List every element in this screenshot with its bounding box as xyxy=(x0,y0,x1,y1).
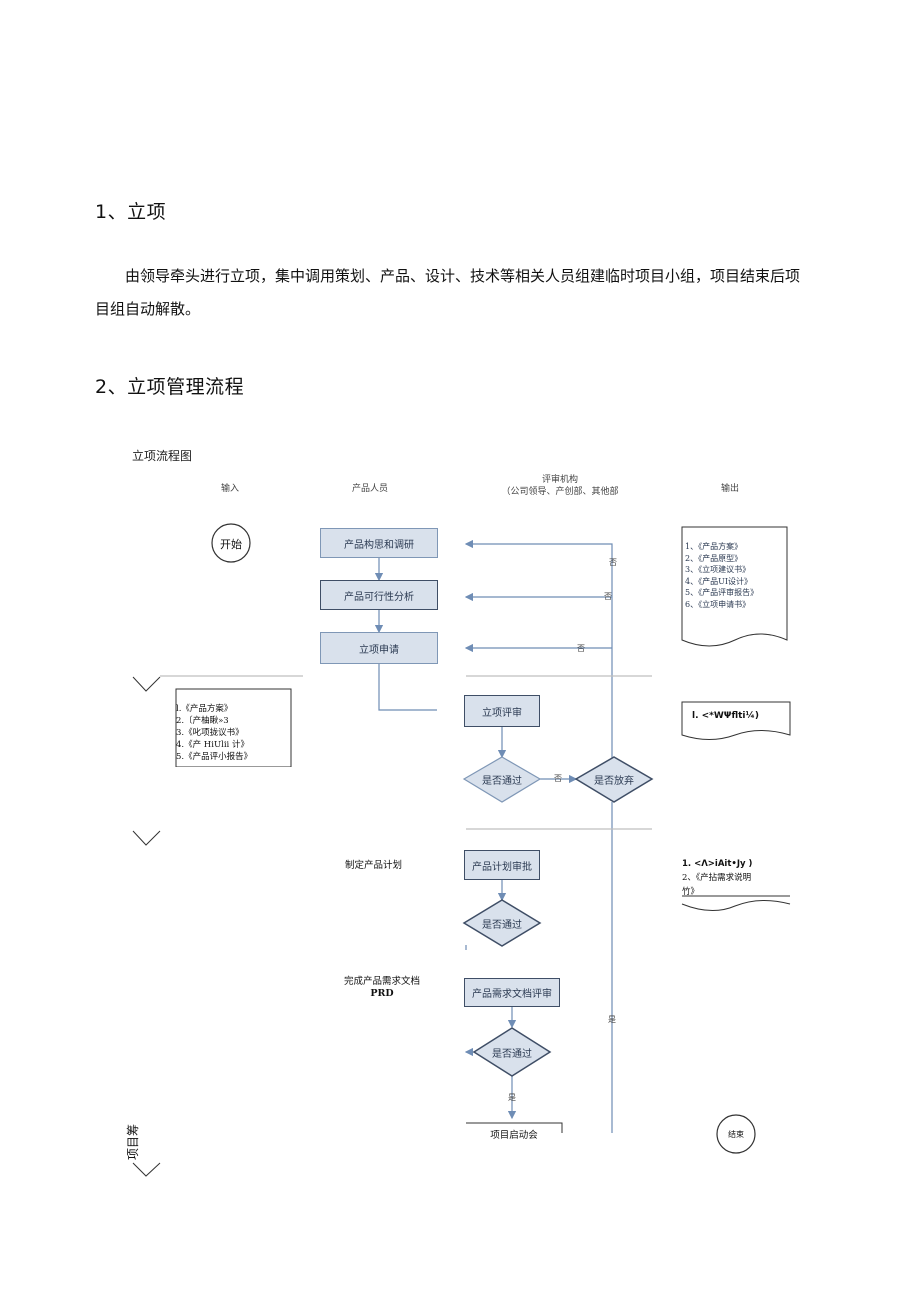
start-node xyxy=(211,523,251,563)
output-doc-1-list: 1、《产品方案》 2、《产品原型》 3、《立项建议书》 4、《产品UI设计》 5… xyxy=(685,541,758,610)
edge-label-no-4: 否 xyxy=(554,774,562,783)
input-doc-item: 3.《叱项拢议书》 xyxy=(176,728,244,738)
edge-label-no-1: 否 xyxy=(609,558,617,567)
output-doc-3-line2: 2、《产拈需求说明 xyxy=(682,873,752,883)
edge-label-yes-1: 是 xyxy=(608,1015,616,1024)
kickoff-label: 项目启动会 xyxy=(490,1130,538,1141)
review-header-line2: （公司领导、产创部、其他部 xyxy=(501,487,619,497)
abandon-label: 是否放弃 xyxy=(594,776,634,787)
output-doc-1-item: 4、《产品UI设计》 xyxy=(685,576,752,586)
output-doc-1-shape xyxy=(681,526,788,647)
start-label: 开始 xyxy=(220,538,242,551)
step-plan-review: 产品计划审批 xyxy=(464,850,540,880)
lane-label: 项目筹 xyxy=(126,1123,140,1160)
plan-label: 制定产品计划 xyxy=(345,860,403,871)
output-doc-1-item: 2、《产品原型》 xyxy=(685,553,743,563)
input-doc-mask xyxy=(170,767,300,775)
pass3-label: 是否通过 xyxy=(492,1049,532,1060)
section-1-paragraph: 由领导牵头进行立项，集中调用策划、产品、设计、技术等相关人员组建临时项目小组，项… xyxy=(95,260,815,326)
prd-label: 完成产品需求文档 PRD xyxy=(338,976,426,1000)
kickoff-shape xyxy=(466,1122,563,1133)
end-node xyxy=(716,1114,756,1154)
chevron-down-icon xyxy=(132,1162,161,1177)
step-apply: 立项申请 xyxy=(320,632,438,664)
input-doc-item: l.《产品方案》 xyxy=(176,704,233,714)
output-doc-1-item: 3、《立项建议书》 xyxy=(685,565,751,574)
pass1-label: 是否通过 xyxy=(482,776,522,787)
output-doc-1-item: 5、《产品评审报告》 xyxy=(685,588,759,597)
paragraph-line-1: 由领导牵头进行立项，集中调用策划、产品、设计、技术等相关人员组建临时项目小组，项… xyxy=(125,267,801,285)
chevron-down-icon xyxy=(132,676,161,692)
chevron-down-icon xyxy=(132,830,161,846)
edge-label-no-2: 否 xyxy=(604,592,612,601)
edge-label-yes-2: 是 xyxy=(508,1093,516,1102)
prd-label-line2: PRD xyxy=(370,988,394,999)
section-1-title: 1、立项 xyxy=(95,201,167,223)
input-doc-item: 5.《产品评小报告》 xyxy=(176,752,253,762)
input-doc-list: l.《产品方案》 2.〔产柚瞅»3 3.《叱项拢议书》 4.《产 HiUlii … xyxy=(176,703,252,769)
output-doc-3-shape xyxy=(681,895,791,911)
decision-pass2 xyxy=(462,899,542,947)
decision-pass3 xyxy=(472,1027,552,1077)
input-doc-shape xyxy=(175,688,292,768)
output-doc-1-item: 1、《产品方案》 xyxy=(685,542,743,551)
step-research: 产品构思和调研 xyxy=(320,528,438,558)
column-header-review: 评审机构 （公司领导、产创部、其他部 xyxy=(480,474,640,498)
step-review: 立项评审 xyxy=(464,695,540,727)
paragraph-line-2: 目组自动解散。 xyxy=(95,300,201,318)
input-doc-item: 4.《产 HiUlii 计》 xyxy=(176,740,249,750)
end-label: 结束 xyxy=(728,1130,744,1139)
step-feasibility: 产品可行性分析 xyxy=(320,580,438,610)
pass2-label: 是否通过 xyxy=(482,920,522,931)
column-header-input: 输入 xyxy=(220,484,239,494)
column-header-output: 输出 xyxy=(720,484,739,494)
output-doc-2-shape xyxy=(681,701,791,740)
output-doc-3-line1: 1. <Λ>iAit•Jy ) xyxy=(682,859,753,869)
edge-label-no-3: 否 xyxy=(577,644,585,653)
output-doc-3-text: 1. <Λ>iAit•Jy ) 2、《产拈需求说明 竹》 xyxy=(682,857,752,897)
edge-apply-review xyxy=(378,664,437,711)
step-prd-review: 产品需求文档评审 xyxy=(464,978,560,1007)
flowchart-title: 立项流程图 xyxy=(132,449,193,463)
input-doc-item: 2.〔产柚瞅»3 xyxy=(176,716,229,726)
column-header-product: 产品人员 xyxy=(351,484,388,494)
decision-abandon xyxy=(574,756,654,803)
output-doc-2-text: l. <*WΨflti¼) xyxy=(692,711,759,721)
prd-label-line1: 完成产品需求文档 xyxy=(343,976,420,987)
review-header-line1: 评审机构 xyxy=(541,475,578,485)
output-doc-1-item: 6、《立项申请书》 xyxy=(685,599,751,609)
edge-abandon-research xyxy=(464,539,613,760)
output-doc-3-line3: 竹》 xyxy=(682,887,700,897)
section-2-title: 2、立项管理流程 xyxy=(95,376,245,398)
decision-pass1 xyxy=(462,756,542,803)
